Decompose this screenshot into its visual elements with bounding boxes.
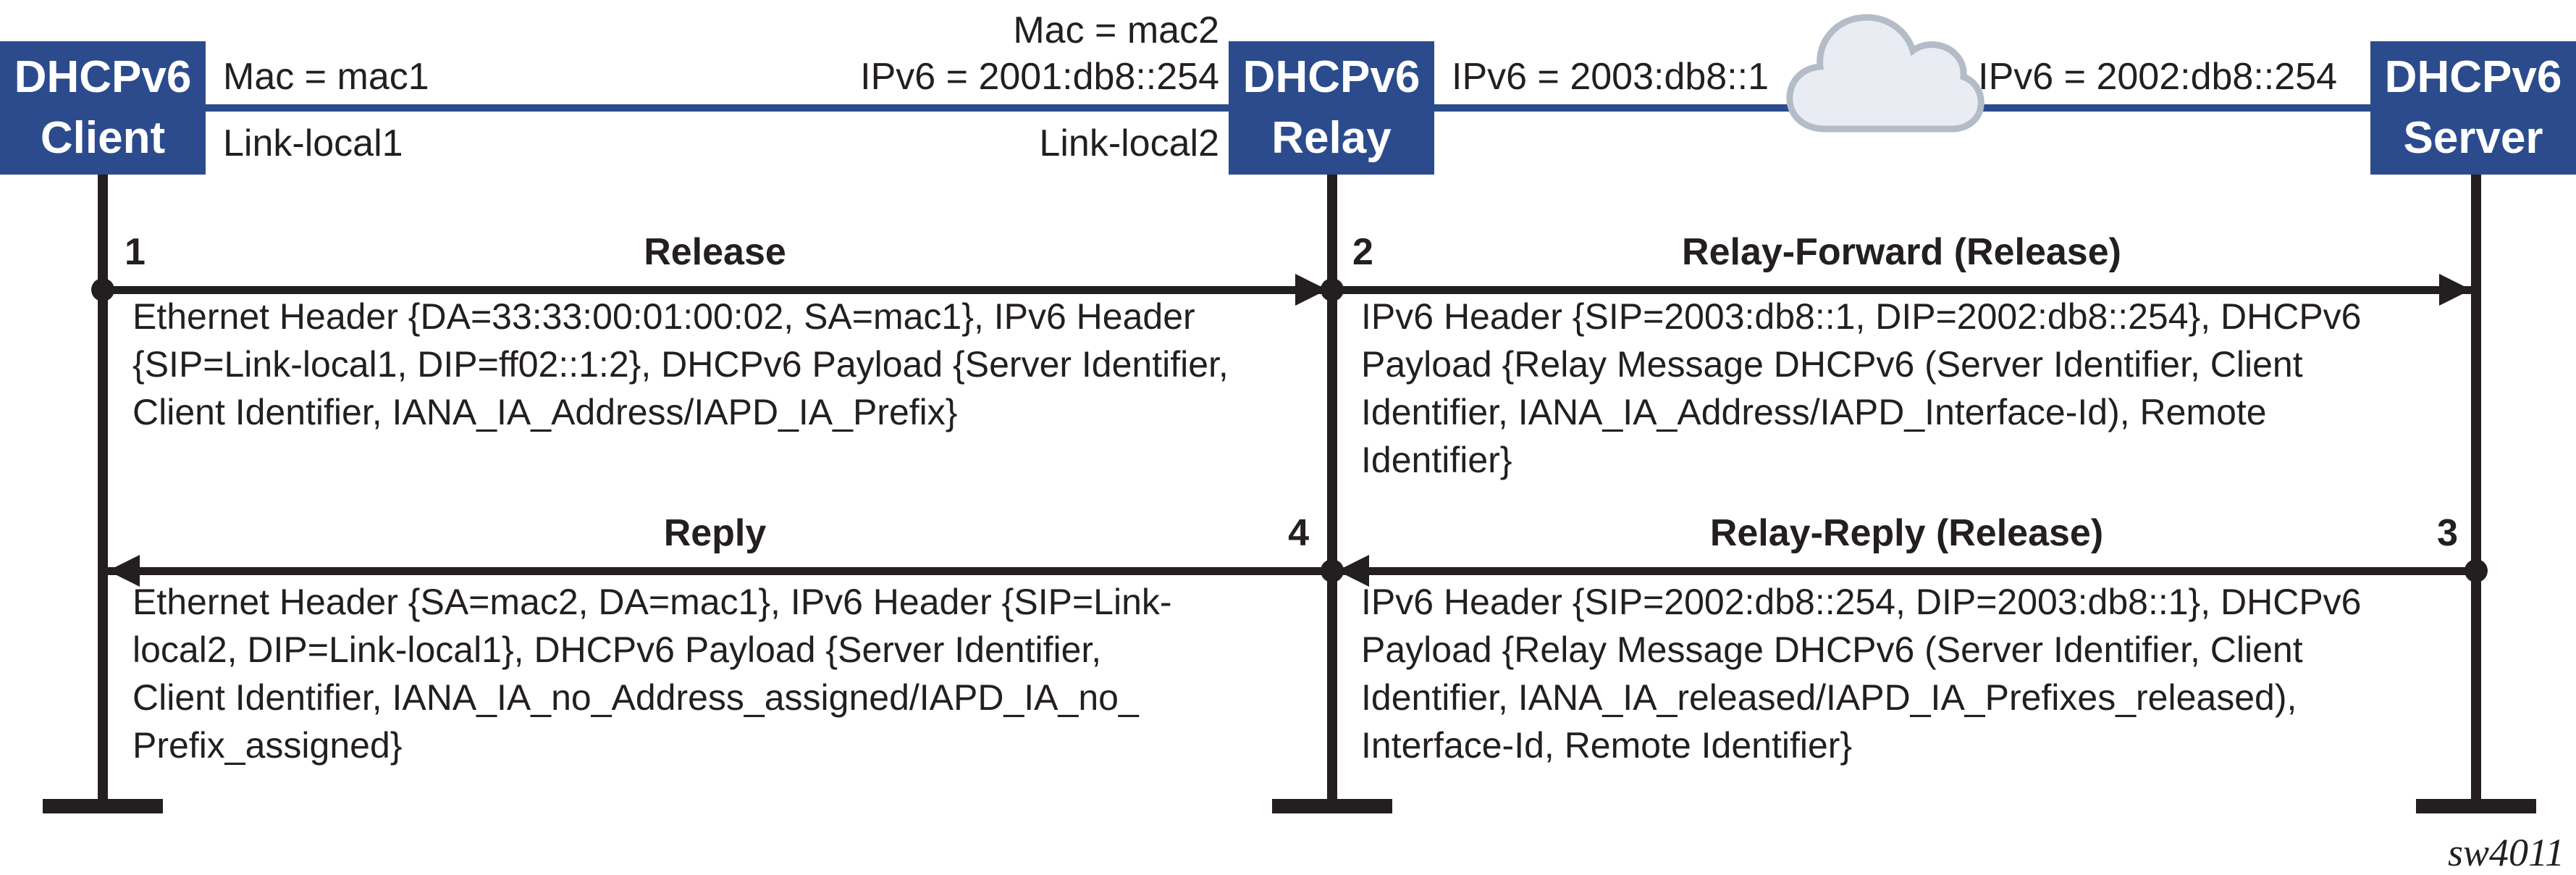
node-relay-line2: Relay: [1271, 113, 1392, 163]
node-server-line1: DHCPv6: [2384, 52, 2562, 102]
figure-id: sw4011: [2447, 831, 2564, 874]
message-4-label: Reply: [663, 512, 767, 554]
message-1-origin-dot: [91, 278, 114, 301]
message-2-arrow-line: [1332, 286, 2471, 294]
message-2-arrowhead: [2439, 274, 2471, 306]
message-4-detail: Ethernet Header {SA=mac2, DA=mac1}, IPv6…: [132, 582, 1172, 766]
client-linklocal-label: Link-local1: [223, 122, 403, 164]
node-server-line2: Server: [2403, 113, 2543, 163]
relay-mac-label: Mac = mac2: [1013, 9, 1219, 51]
node-dhcpv6-relay: DHCPv6 Relay: [1229, 41, 1434, 175]
server-ipv6-label: IPv6 = 2002:db8::254: [1978, 56, 2337, 98]
node-dhcpv6-server: DHCPv6 Server: [2370, 41, 2576, 175]
server-lifeline-endbar: [2416, 799, 2536, 813]
message-4-arrowhead: [108, 555, 140, 587]
message-3-label: Relay-Reply (Release): [1709, 512, 2104, 554]
relay-ipv6-left-label: IPv6 = 2001:db8::254: [860, 56, 1219, 98]
message-3-detail: IPv6 Header {SIP=2002:db8::254, DIP=2003…: [1361, 582, 2362, 766]
message-1-label: Release: [644, 231, 786, 273]
message-2-detail: IPv6 Header {SIP=2003:db8::1, DIP=2002:d…: [1361, 296, 2362, 480]
node-relay-line1: DHCPv6: [1242, 52, 1420, 102]
node-dhcpv6-client: DHCPv6 Client: [0, 41, 206, 175]
message-3-arrow-line: [1337, 567, 2476, 575]
message-1-arrow-line: [103, 286, 1327, 294]
message-4-number: 4: [1288, 512, 1309, 554]
message-3-number: 3: [2437, 512, 2458, 554]
relay-ipv6-right-label: IPv6 = 2003:db8::1: [1452, 56, 1769, 98]
relay-lifeline-endbar: [1272, 799, 1392, 813]
server-lifeline: [2471, 175, 2481, 799]
node-client-line1: DHCPv6: [14, 52, 192, 102]
message-2-label: Relay-Forward (Release): [1682, 231, 2121, 273]
message-4-origin-dot: [1321, 559, 1344, 582]
message-1-number: 1: [125, 231, 146, 273]
node-client-line2: Client: [40, 113, 166, 163]
client-lifeline-endbar: [43, 799, 163, 813]
relay-linklocal-label: Link-local2: [1039, 122, 1219, 164]
relay-lifeline: [1327, 175, 1337, 799]
message-4-arrow-line: [108, 567, 1332, 575]
client-lifeline: [98, 175, 108, 799]
message-2-origin-dot: [1321, 278, 1344, 301]
message-2-number: 2: [1352, 231, 1373, 273]
message-3-origin-dot: [2465, 559, 2488, 582]
message-1-detail: Ethernet Header {DA=33:33:00:01:00:02, S…: [132, 296, 1229, 432]
client-mac-label: Mac = mac1: [223, 56, 429, 98]
wan-cloud-icon: [1786, 14, 1984, 133]
